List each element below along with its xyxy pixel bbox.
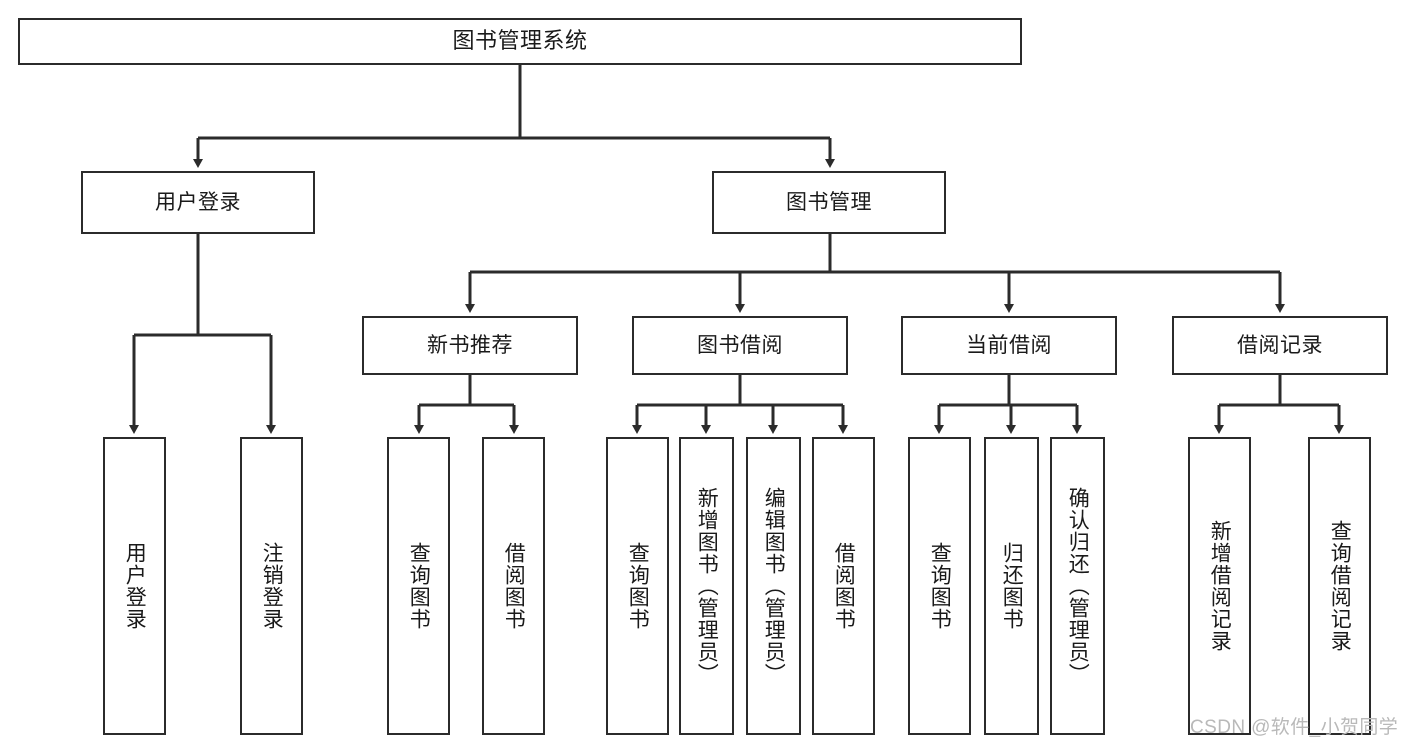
- node-leaf-query-book-1[interactable]: 查询图书: [387, 437, 450, 735]
- node-label: 查询图书: [407, 542, 431, 630]
- node-leaf-add-book[interactable]: 新增图书（管理员）: [679, 437, 734, 735]
- node-leaf-borrow-book-2[interactable]: 借阅图书: [812, 437, 875, 735]
- node-label: 图书管理: [786, 190, 872, 214]
- node-user-login[interactable]: 用户登录: [81, 171, 315, 234]
- node-leaf-return-book[interactable]: 归还图书: [984, 437, 1039, 735]
- watermark-text: CSDN @软件_小贺同学: [1190, 717, 1399, 738]
- node-leaf-confirm-return[interactable]: 确认归还（管理员）: [1050, 437, 1105, 735]
- node-leaf-query-record[interactable]: 查询借阅记录: [1308, 437, 1371, 735]
- node-book-manage[interactable]: 图书管理: [712, 171, 946, 234]
- node-label: 注销登录: [260, 542, 284, 630]
- node-label: 图书管理系统: [452, 28, 588, 54]
- node-leaf-borrow-book-1[interactable]: 借阅图书: [482, 437, 545, 735]
- node-label: 新增借阅记录: [1208, 520, 1232, 652]
- node-leaf-query-book-2[interactable]: 查询图书: [606, 437, 669, 735]
- node-label: 查询图书: [626, 542, 650, 630]
- node-label: 新增图书（管理员）: [695, 487, 719, 685]
- node-label: 当前借阅: [966, 333, 1052, 357]
- node-borrow-record[interactable]: 借阅记录: [1172, 316, 1388, 375]
- node-label: 借阅记录: [1237, 333, 1323, 357]
- node-leaf-logout[interactable]: 注销登录: [240, 437, 303, 735]
- node-label: 查询图书: [928, 542, 952, 630]
- node-book-borrow[interactable]: 图书借阅: [632, 316, 848, 375]
- node-leaf-edit-book[interactable]: 编辑图书（管理员）: [746, 437, 801, 735]
- node-label: 新书推荐: [427, 333, 513, 357]
- node-label: 图书借阅: [697, 333, 783, 357]
- node-label: 借阅图书: [502, 542, 526, 630]
- node-leaf-user-login[interactable]: 用户登录: [103, 437, 166, 735]
- node-current-borrow[interactable]: 当前借阅: [901, 316, 1117, 375]
- node-label: 编辑图书（管理员）: [762, 487, 786, 685]
- node-label: 确认归还（管理员）: [1066, 487, 1090, 685]
- node-leaf-add-record[interactable]: 新增借阅记录: [1188, 437, 1251, 735]
- node-leaf-query-book-3[interactable]: 查询图书: [908, 437, 971, 735]
- node-label: 用户登录: [123, 542, 147, 630]
- node-label: 查询借阅记录: [1328, 520, 1352, 652]
- node-label: 用户登录: [155, 190, 241, 214]
- node-root-system[interactable]: 图书管理系统: [18, 18, 1022, 65]
- node-label: 借阅图书: [832, 542, 856, 630]
- node-label: 归还图书: [1000, 542, 1024, 630]
- node-new-book-recommend[interactable]: 新书推荐: [362, 316, 578, 375]
